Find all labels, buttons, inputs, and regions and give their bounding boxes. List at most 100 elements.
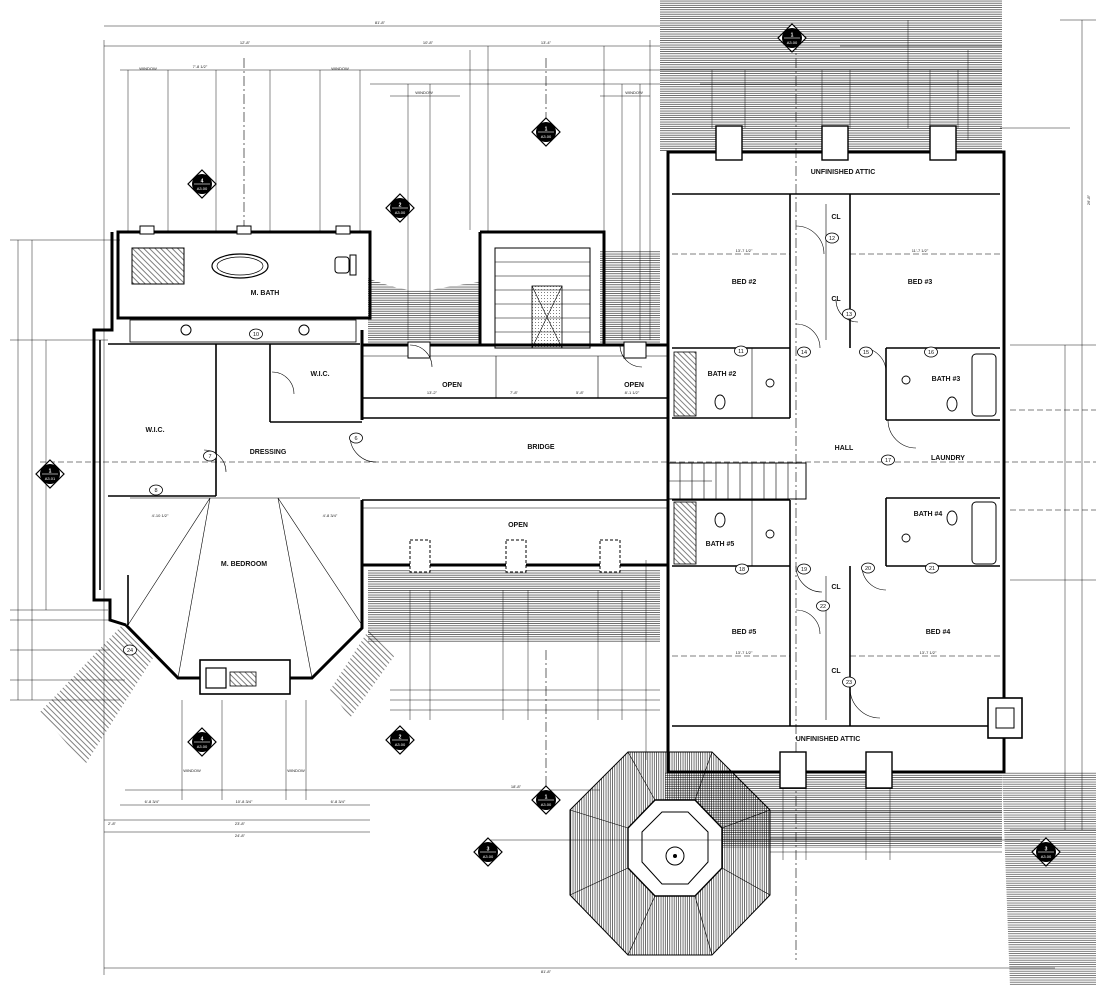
- room-label-hall: HALL: [835, 445, 854, 452]
- dim-bridge-a: 7'-8": [510, 390, 519, 395]
- room-label-open-lower: OPEN: [508, 522, 528, 529]
- room-label-bed-2: BED #2: [732, 279, 757, 286]
- dim-top-c: 13'-4": [541, 40, 552, 45]
- door-tag-number: 24: [127, 648, 133, 654]
- section-markers: 1A3.001A3.004A3.002A3.001A3.014A3.002A3.…: [35, 23, 1061, 867]
- section-marker-sheet: A3.00: [483, 854, 494, 859]
- section-marker-lower-center: 1A3.00: [531, 785, 561, 815]
- room-label-bed-4: BED #4: [926, 629, 951, 636]
- door-tag: 23: [842, 676, 856, 688]
- door-tag-number: 17: [885, 458, 891, 464]
- room-label-closet-4: CL: [831, 668, 841, 675]
- room-label-laundry: LAUNDRY: [931, 455, 965, 462]
- section-marker-left-mid: 1A3.01: [35, 459, 65, 489]
- right-wing-walls: [666, 125, 1023, 789]
- section-marker-sheet: A3.00: [1041, 854, 1052, 859]
- dim-top-a: 12'-8": [240, 40, 251, 45]
- room-label-bath-2: BATH #2: [708, 371, 737, 378]
- door-tag-number: 11: [738, 349, 744, 355]
- dim-overall-bottom: 81'-8": [541, 969, 552, 974]
- turret-roof: [569, 751, 771, 956]
- dim-top-b: 10'-8": [423, 40, 434, 45]
- door-tag-number: 6: [354, 436, 357, 442]
- door-tag: 17: [881, 454, 895, 466]
- section-marker-number: 4: [201, 179, 204, 185]
- section-marker-sheet: A3.01: [45, 476, 56, 481]
- section-marker-number: 1: [791, 33, 794, 39]
- door-tag: 6: [349, 432, 363, 444]
- window-tag-1: WINDOW: [139, 66, 157, 71]
- dim-dressing-a: 4'-10 1/2": [152, 513, 169, 518]
- dim-right-total: 26'-8": [1086, 194, 1091, 205]
- room-label-bridge: BRIDGE: [527, 444, 555, 451]
- door-tag-number: 23: [846, 680, 852, 686]
- section-marker-number: 1: [545, 127, 548, 133]
- room-label-open-left: OPEN: [442, 382, 462, 389]
- dim-bed-b: 11'-7 1/2": [912, 248, 929, 253]
- door-tag-number: 20: [865, 566, 871, 572]
- dim-bridge-b: 5'-8": [576, 390, 585, 395]
- room-label-closet-2: CL: [831, 296, 841, 303]
- door-tag-number: 12: [829, 236, 835, 242]
- door-tag: 16: [924, 346, 938, 358]
- section-marker-bottom-left: 3A3.00: [473, 837, 503, 867]
- dim-overall-top: 81'-8": [375, 20, 386, 25]
- door-tag-number: 22: [820, 604, 826, 610]
- door-tag-number: 7: [208, 454, 211, 460]
- room-label-master-bath: M. BATH: [251, 290, 280, 297]
- door-tag: 20: [861, 562, 875, 574]
- section-marker-number: 2: [399, 203, 402, 209]
- section-marker-upper-mid: 2A3.00: [385, 193, 415, 223]
- door-tag: 10: [249, 328, 263, 340]
- door-tag: 22: [816, 600, 830, 612]
- section-marker-number: 2: [399, 735, 402, 741]
- door-tag: 19: [797, 563, 811, 575]
- section-marker-number: 3: [1045, 847, 1048, 853]
- section-marker-lower-mid: 2A3.00: [385, 725, 415, 755]
- section-marker-number: 4: [201, 737, 204, 743]
- section-marker-number: 1: [545, 795, 548, 801]
- dim-bottom-b: 10'-8 3/4": [236, 799, 253, 804]
- door-tag: 12: [825, 232, 839, 244]
- room-label-bed-3: BED #3: [908, 279, 933, 286]
- door-tag: 15: [859, 346, 873, 358]
- section-marker-sheet: A3.00: [395, 210, 406, 215]
- door-tag-number: 14: [801, 350, 807, 356]
- dim-open-b: 8'-1 1/2": [625, 390, 640, 395]
- dim-left-a: 2'-8": [108, 821, 117, 826]
- dim-bed-c: 13'-7 1/2": [736, 650, 753, 655]
- window-tag-6: WINDOW: [287, 768, 305, 773]
- door-tag: 18: [735, 563, 749, 575]
- door-tag-number: 13: [846, 312, 852, 318]
- master-suite-walls: [92, 225, 372, 695]
- section-marker-sheet: A3.00: [541, 802, 552, 807]
- room-label-bath-4: BATH #4: [914, 511, 943, 518]
- room-label-closet-1: CL: [831, 214, 841, 221]
- dim-top-d: 7'-8 1/2": [193, 64, 208, 69]
- window-tag-2: WINDOW: [331, 66, 349, 71]
- door-tag-number: 15: [863, 350, 869, 356]
- dim-left-b: 23'-8": [235, 821, 246, 826]
- dimension-labels: 81'-8" 81'-8" 2'-8" 23'-8" 24'-8" 12'-8"…: [108, 20, 1091, 974]
- room-label-unfinished-attic-bottom: UNFINISHED ATTIC: [796, 736, 861, 743]
- door-tag: 24: [123, 644, 137, 656]
- door-tag: 7: [203, 450, 217, 462]
- window-tag-3: WINDOW: [415, 90, 433, 95]
- dim-left-c: 24'-8": [235, 833, 246, 838]
- window-tag-5: WINDOW: [183, 768, 201, 773]
- door-tag-number: 16: [928, 350, 934, 356]
- dim-open-a: 13'-2": [427, 390, 438, 395]
- section-marker-sheet: A3.00: [197, 186, 208, 191]
- door-tag-number: 10: [253, 332, 259, 338]
- door-tag-number: 18: [739, 567, 745, 573]
- room-label-closet-3: CL: [831, 584, 841, 591]
- section-marker-upper-left: 4A3.00: [187, 169, 217, 199]
- center-walls: [362, 230, 807, 573]
- window-tag-4: WINDOW: [625, 90, 643, 95]
- section-marker-sheet: A3.00: [197, 744, 208, 749]
- section-marker-lower-left: 4A3.00: [187, 727, 217, 757]
- room-label-open-right: OPEN: [624, 382, 644, 389]
- section-marker-bottom-right: 3A3.00: [1031, 837, 1061, 867]
